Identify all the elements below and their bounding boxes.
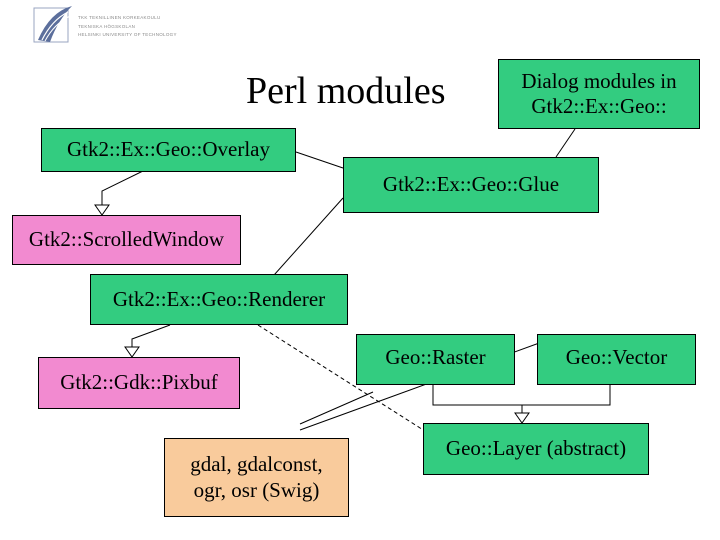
node-label: Geo::Layer (abstract) (445, 436, 627, 461)
node-label: ogr, osr (Swig) (193, 477, 320, 502)
node-label: Gtk2::ScrolledWindow (28, 227, 225, 252)
logo-line: TKK TEKNILLINEN KORKEAKOULU (78, 15, 161, 20)
logo-text: TKK TEKNILLINEN KORKEAKOULU TEKNISKA HÖG… (78, 14, 177, 40)
connector-renderer-pixbuf (131, 324, 171, 347)
node-raster: Geo::Raster (356, 334, 515, 385)
node-label: Geo::Raster (385, 345, 486, 369)
node-gdal: gdal, gdalconst, ogr, osr (Swig) (164, 438, 349, 517)
node-scrolled-window: Gtk2::ScrolledWindow (12, 215, 241, 265)
node-label: Gtk2::Ex::Geo::Renderer (112, 286, 326, 311)
node-label: Gtk2::Ex::Geo:: (531, 94, 667, 118)
node-label: Gtk2::Ex::Geo::Glue (382, 172, 560, 197)
logo-wing-icon (33, 6, 72, 43)
logo-line: TEKNISKA HÖGSKOLAN (78, 23, 136, 29)
node-dialog-modules: Dialog modules in Gtk2::Ex::Geo:: (498, 59, 700, 129)
node-label: gdal, gdalconst, (190, 452, 323, 477)
connector-glue-renderer (265, 197, 344, 285)
node-renderer: Gtk2::Ex::Geo::Renderer (90, 274, 348, 325)
node-label: Geo::Vector (565, 345, 668, 369)
connector-dialog-glue (555, 128, 576, 158)
inheritance-arrow (94, 204, 110, 216)
connector-raster-gdal (299, 391, 374, 425)
node-label: Gtk2::Ex::Geo::Overlay (67, 137, 270, 162)
node-overlay: Gtk2::Ex::Geo::Overlay (41, 128, 296, 172)
node-label: Gtk2::Gdk::Pixbuf (60, 370, 218, 395)
connector-renderer-layer (257, 324, 429, 434)
slide-title: Perl modules (246, 70, 446, 112)
node-glue: Gtk2::Ex::Geo::Glue (343, 157, 599, 213)
node-layer: Geo::Layer (abstract) (423, 423, 649, 475)
university-logo (28, 2, 178, 50)
connector-overlay-scrolledwindow (101, 169, 146, 205)
connector-overlay-glue (295, 151, 344, 169)
logo-line: HELSINKI UNIVERSITY OF TECHNOLOGY (78, 32, 177, 37)
inheritance-arrow (514, 412, 530, 424)
connector-raster-layer (432, 385, 611, 406)
inheritance-arrow (124, 346, 140, 358)
node-pixbuf: Gtk2::Gdk::Pixbuf (38, 357, 240, 409)
node-vector: Geo::Vector (537, 334, 696, 385)
node-label: Dialog modules in (521, 68, 677, 93)
